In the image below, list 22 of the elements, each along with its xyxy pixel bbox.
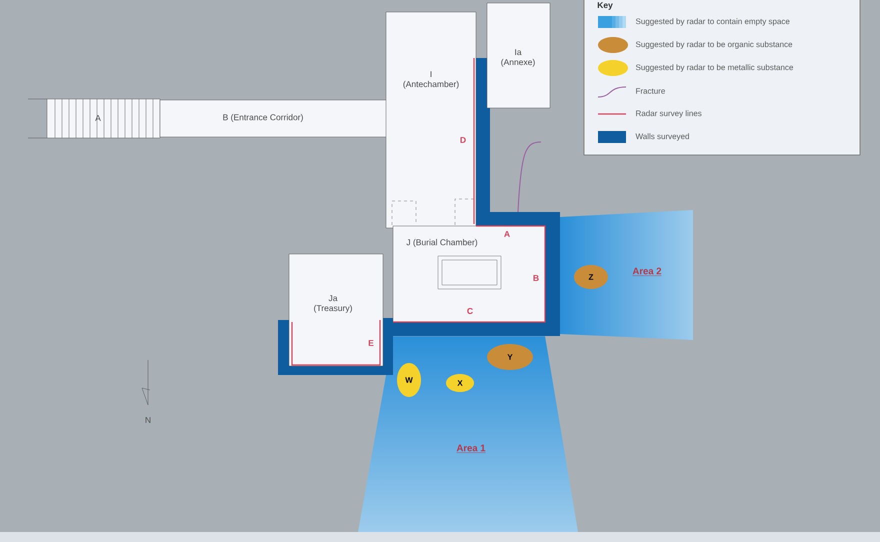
room: Ia (Annexe) — [486, 2, 550, 108]
north-label: N — [146, 417, 150, 423]
wall-letter: C — [467, 308, 473, 314]
radar-area: Area 1 — [456, 444, 486, 453]
radar-anomaly: W — [397, 363, 421, 397]
radar-anomaly: X — [446, 374, 474, 392]
room: A — [28, 98, 160, 138]
legend-text: Walls surveyed — [636, 133, 689, 141]
radar-anomaly: Z — [574, 265, 608, 289]
legend-text: Suggested by radar to be organic substance — [636, 41, 792, 49]
legend-text: Suggested by radar to contain empty space — [636, 18, 790, 26]
wall-letter: E — [368, 340, 374, 346]
legend-text: Fracture — [636, 88, 665, 94]
wall-letter: D — [460, 137, 466, 143]
legend-text: Radar survey lines — [636, 110, 702, 118]
radar-area: Area 2 — [632, 268, 662, 276]
wall-letter: B — [534, 275, 539, 281]
key-title: Key — [598, 2, 613, 10]
room: B (Entrance Corridor) — [160, 100, 388, 138]
radar-anomaly: Y — [487, 344, 533, 370]
legend-text: Suggested by radar to be metallic substance — [636, 64, 794, 72]
wall-letter: A — [504, 231, 510, 237]
